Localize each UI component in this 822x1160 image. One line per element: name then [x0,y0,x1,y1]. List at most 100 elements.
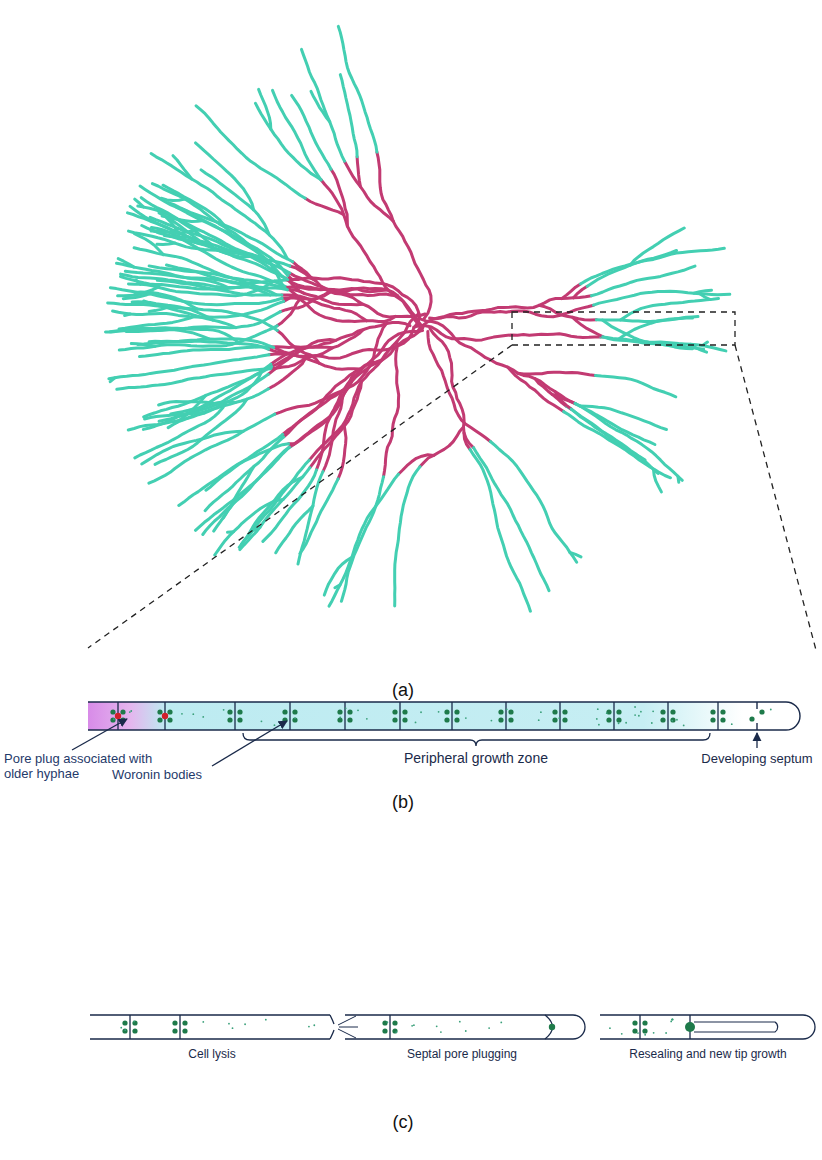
hypha [290,266,316,281]
woronin-body [392,709,397,714]
woronin-body [552,709,557,714]
hypha [135,403,226,458]
cytoplasm-dot [621,1033,623,1035]
hypha [161,198,185,200]
pore-plug [162,713,168,719]
developing-septum [756,702,757,709]
hypha [277,331,319,364]
hypha [676,476,680,482]
cytoplasm-dot [459,1021,461,1023]
woronin-body [660,717,665,722]
stage-label: Cell lysis [188,1048,235,1062]
woronin-body [172,1020,177,1025]
woronin-body [498,717,503,722]
woronin-body [337,717,342,722]
cytoplasm-dot [665,1032,667,1034]
septa [120,1015,673,1039]
hypha [384,341,399,476]
woronin-body [508,709,513,714]
cytoplasm-dot [672,1018,674,1020]
woronin-body [670,717,675,722]
hypha [135,199,144,207]
hypha [140,186,288,276]
woronin-body [670,709,675,714]
cytoplasm-dot [731,723,733,725]
woronin-body [132,1020,137,1025]
woronin-body [642,1020,647,1025]
callout-label: Woronin bodies [112,768,202,783]
woronin-body [347,717,352,722]
woronin-body [392,1020,397,1025]
cytoplasm-dot [625,722,627,724]
woronin-body [606,709,611,714]
septum [505,702,506,730]
hypha [317,391,343,470]
hypha [152,184,282,285]
woronin-body [167,709,172,714]
hypha [228,530,234,534]
new-tip [694,1022,778,1032]
cytoplasm-dot [192,713,194,715]
cytoplasm-dot [609,1027,611,1029]
pore-plug [115,713,121,719]
woronin-body [120,709,125,714]
septum [451,702,452,730]
hypha [398,455,433,474]
hypha [106,328,240,344]
cytoplasm-dot [244,1023,246,1025]
cytoplasm-dot [652,710,654,712]
woronin-body [110,709,115,714]
cytoplasm-dot [274,724,276,726]
hypha [573,317,603,336]
hypha-wall [90,1015,330,1039]
hypha [580,406,666,430]
woronin-body [237,717,242,722]
woronin-body [157,709,162,714]
hypha-wall [88,702,800,730]
cytoplasm-dot [770,709,772,711]
hypha [144,367,272,418]
hypha [163,185,230,234]
hypha [168,389,268,428]
cytoplasm-dot [597,708,599,710]
woronin-body [402,717,407,722]
cytoplasm-dot [294,717,296,719]
cytoplasm-dot [637,1032,639,1034]
woronin-body [237,709,242,714]
stage-label: Resealing and new tip growth [629,1048,786,1062]
hypha [464,433,474,448]
septum [559,702,560,730]
ruptured-tip [330,1015,334,1039]
woronin-body [660,709,665,714]
hypha [329,474,398,606]
septum [399,702,400,730]
woronin-body [552,717,557,722]
hypha [288,280,388,292]
septum [613,702,614,730]
cytoplasm-dot [339,717,341,719]
cytoplasm-leak [338,1016,358,1038]
cytoplasm-dot [606,712,608,714]
cytoplasm-dot [366,718,368,720]
cytoplasm-dot [420,711,422,713]
hypha [357,157,360,187]
woronin-body [282,709,287,714]
hypha [276,506,313,553]
woronin-plug [685,1022,695,1032]
woronin-body [710,709,715,714]
cytoplasm-dot [202,1021,204,1023]
woronin-body [122,1028,127,1033]
hypha [311,91,330,122]
hypha [395,467,420,606]
cytoplasm-dot [413,1024,415,1026]
cytoplasm-dot [130,710,132,712]
hypha [135,234,164,255]
hypha [630,228,684,265]
woronin-body [562,717,567,722]
leader-arrow [212,721,287,766]
zoom-leader [735,345,816,650]
woronin-body [227,709,232,714]
callout-label: Developing septum [701,752,812,767]
panel-label: (c) [393,1112,414,1133]
hypha [110,378,115,382]
